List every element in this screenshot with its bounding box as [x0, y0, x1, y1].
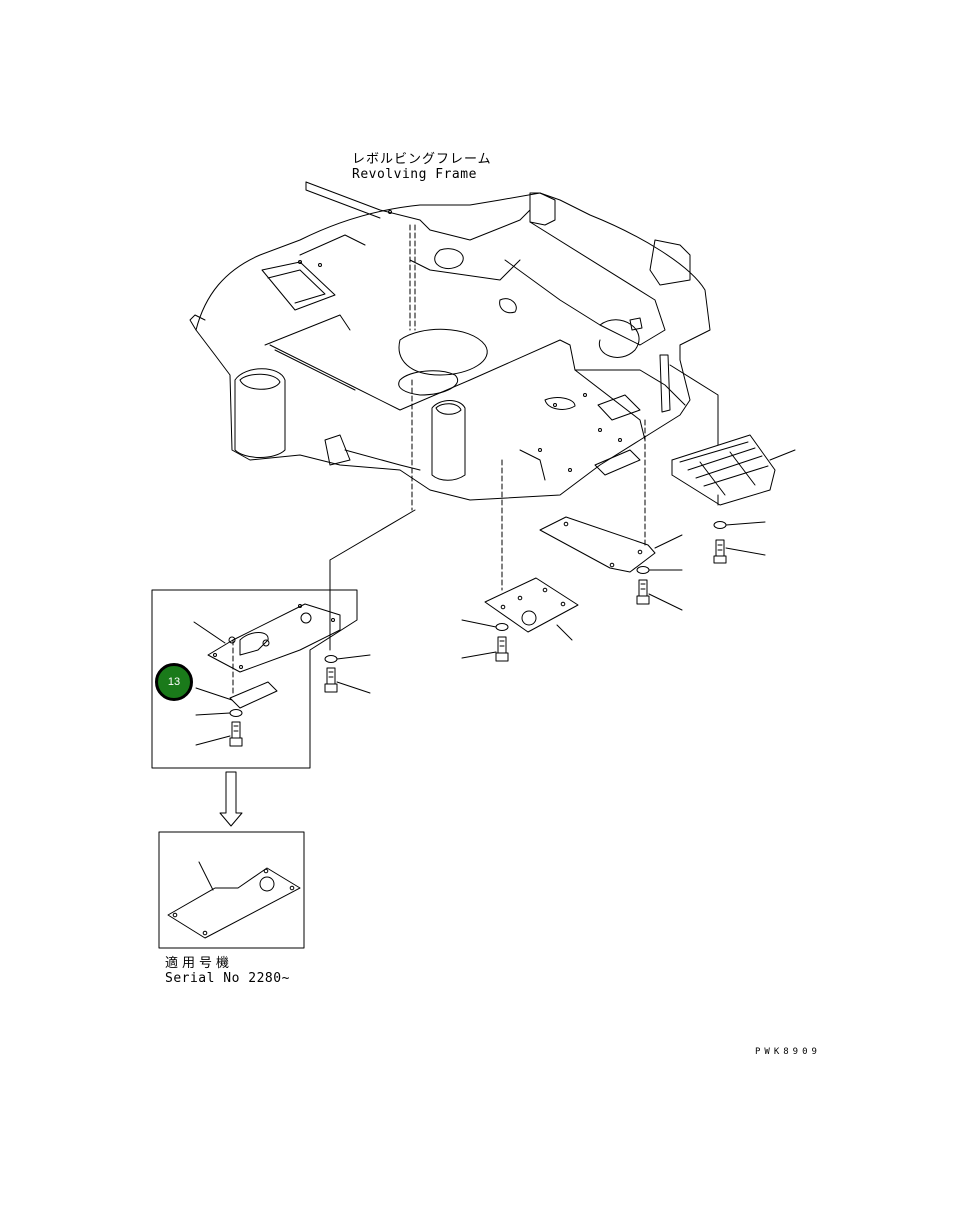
dashed-leaders [232, 224, 646, 696]
frame-label-english: Revolving Frame [352, 167, 477, 182]
callout-badge[interactable]: 13 [155, 663, 193, 701]
washers-and-bolts [195, 521, 766, 747]
connector-lines [329, 364, 719, 651]
revolving-frame [189, 181, 711, 501]
cover-plates [484, 516, 683, 641]
step-part [671, 434, 796, 506]
inset-box-later-serial [158, 831, 305, 949]
frame-label-japanese: レボルビングフレーム [352, 152, 492, 167]
inset-box-current [151, 589, 358, 769]
callout-number: 13 [167, 676, 181, 688]
drawing-code: PWK8909 [755, 1047, 821, 1057]
serial-label-english: Serial No 2280~ [165, 971, 290, 986]
down-arrow [219, 771, 243, 827]
serial-label-japanese: 適用号機 [165, 956, 234, 971]
